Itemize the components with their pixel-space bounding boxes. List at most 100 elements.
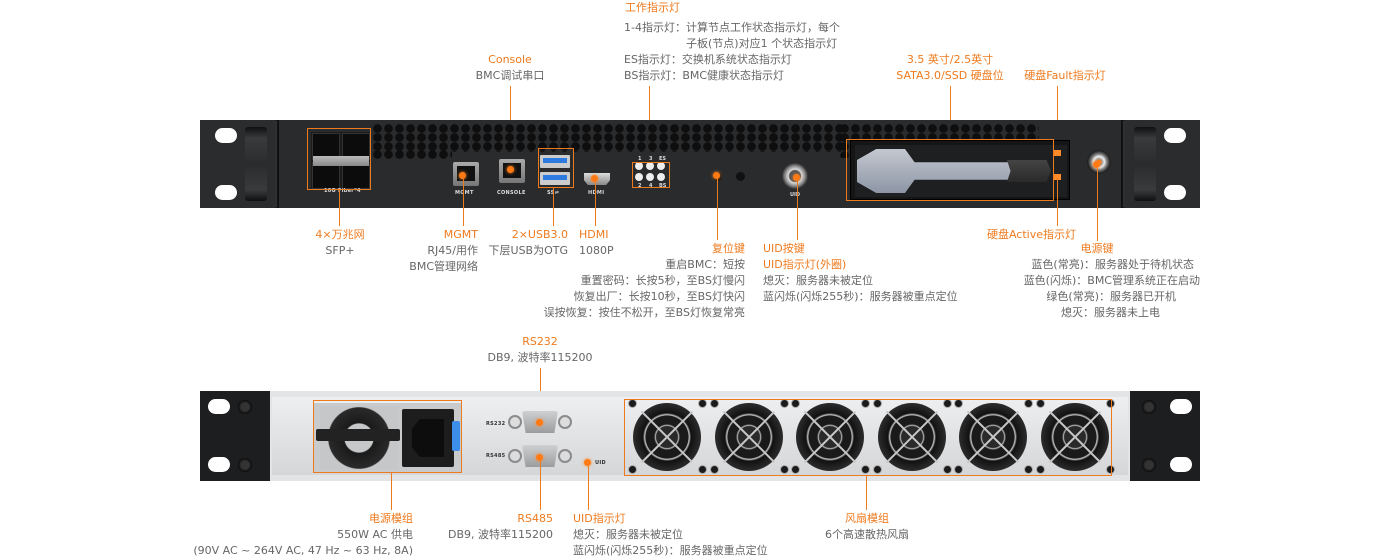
drive-active-leader bbox=[1057, 178, 1058, 226]
power-marker bbox=[1093, 161, 1100, 168]
work-leds-line: 子板(节点)对应1 个状态指示灯 bbox=[686, 37, 838, 50]
mount-hole bbox=[1164, 185, 1186, 200]
led-label: 3 bbox=[649, 156, 653, 162]
ac-inlet[interactable] bbox=[402, 409, 454, 467]
uid-title: UID按键 bbox=[763, 242, 805, 255]
psu-release-tab[interactable] bbox=[452, 421, 460, 451]
power-leader bbox=[1097, 168, 1098, 241]
usb-silkscreen: SS⇌ bbox=[547, 190, 559, 196]
screw bbox=[942, 465, 952, 474]
reset-title: 复位键 bbox=[712, 242, 745, 255]
mount-hole bbox=[1164, 128, 1186, 143]
reset-line: 误按恢复：按住不松开，至BS灯恢复常亮 bbox=[543, 306, 745, 319]
rs232-desc: DB9, 波特率115200 bbox=[487, 351, 593, 364]
mount-hole bbox=[208, 457, 230, 472]
drive-bay-title: SATA3.0/SSD 硬盘位 bbox=[896, 69, 1004, 82]
console-desc: BMC调试串口 bbox=[475, 69, 545, 82]
psu-handle[interactable] bbox=[316, 429, 400, 441]
node-led-4 bbox=[646, 173, 654, 181]
reset-leader bbox=[717, 179, 718, 240]
led-label: 2 bbox=[638, 183, 642, 189]
fan-2 bbox=[709, 399, 789, 474]
rear-ear-left bbox=[200, 391, 270, 481]
front-panel: 10G Fiber*4 MGMT CONSOLE SS⇌ HDMI 1 3 ES… bbox=[200, 120, 1200, 208]
mount-hole bbox=[1170, 457, 1192, 472]
reset-line: 恢复出厂：长按10秒，至BS灯快闪 bbox=[573, 290, 745, 303]
mgmt-desc: RJ45/用作 bbox=[427, 244, 478, 257]
console-title: Console bbox=[488, 53, 532, 66]
screw bbox=[1035, 465, 1045, 474]
fan-1 bbox=[628, 399, 707, 474]
fan-3 bbox=[791, 399, 870, 474]
sfp-highlight bbox=[307, 128, 371, 190]
usb-port-lower[interactable] bbox=[540, 172, 570, 185]
rs232-marker bbox=[536, 419, 543, 426]
fans-leader bbox=[866, 476, 867, 510]
usb-port-upper[interactable] bbox=[540, 155, 570, 168]
usb-desc: 下层USB为OTG bbox=[488, 244, 568, 257]
rear-ear-right bbox=[1130, 391, 1200, 481]
leds-highlight bbox=[632, 162, 670, 188]
rs232-title: RS232 bbox=[522, 335, 558, 348]
fans-highlight bbox=[624, 399, 1112, 476]
drive-fault-leader bbox=[1057, 86, 1058, 152]
mgmt-port[interactable] bbox=[453, 162, 479, 186]
work-leds-line: 1-4指示灯：计算节点工作状态指示灯，每个 bbox=[624, 21, 840, 34]
screw bbox=[1142, 458, 1156, 472]
console-marker bbox=[507, 166, 514, 173]
mount-hole bbox=[215, 185, 237, 200]
mgmt-leader bbox=[463, 179, 464, 226]
power-line: 绿色(常亮)：服务器已开机 bbox=[1046, 290, 1176, 303]
screw bbox=[698, 465, 707, 474]
psu-desc: 550W AC 供电 bbox=[337, 528, 413, 541]
psu-title: 电源模组 bbox=[369, 512, 413, 525]
screw bbox=[779, 465, 789, 474]
drive-latch[interactable] bbox=[1007, 160, 1051, 182]
bs-led bbox=[657, 173, 665, 181]
screw bbox=[954, 465, 963, 474]
node-led-2 bbox=[635, 173, 643, 181]
uid-silkscreen: UID bbox=[790, 192, 801, 198]
uid-rear-line: 熄灭：服务器未被定位 bbox=[573, 528, 683, 541]
psu-module[interactable] bbox=[314, 403, 462, 473]
drive-caddy bbox=[855, 145, 1067, 197]
screw bbox=[1142, 400, 1156, 414]
sfp-latch bbox=[313, 156, 369, 166]
drive-bay bbox=[850, 140, 1070, 200]
drive-bay-leader bbox=[950, 86, 951, 140]
uid-rear-silkscreen: UID bbox=[595, 460, 606, 466]
uid-rear-title: UID指示灯 bbox=[573, 512, 626, 525]
vent-holes bbox=[372, 124, 842, 152]
front-bezel: 10G Fiber*4 MGMT CONSOLE SS⇌ HDMI 1 3 ES… bbox=[277, 120, 1123, 208]
drive-active-led bbox=[1053, 174, 1061, 180]
mgmt-title: MGMT bbox=[443, 228, 478, 241]
es-led bbox=[657, 162, 665, 170]
sfp-cage bbox=[311, 132, 371, 190]
vent-holes bbox=[372, 150, 452, 159]
rack-handle[interactable] bbox=[245, 127, 267, 201]
screw bbox=[238, 458, 252, 472]
power-line: 蓝色(常亮)：服务器处于待机状态 bbox=[1031, 258, 1194, 271]
rs485-leader bbox=[540, 461, 541, 510]
fan-5 bbox=[954, 399, 1033, 474]
reset-line: 重启BMC：短按 bbox=[665, 258, 745, 271]
drive-fault-title: 硬盘Fault指示灯 bbox=[1024, 69, 1106, 82]
hdmi-marker bbox=[591, 175, 598, 182]
uid-rear-marker bbox=[584, 459, 591, 466]
mgmt-marker bbox=[459, 172, 466, 179]
screw bbox=[872, 465, 882, 474]
usb-highlight bbox=[538, 148, 574, 188]
rs232-port[interactable] bbox=[508, 411, 572, 433]
mgmt-silkscreen: MGMT bbox=[455, 190, 474, 196]
screw bbox=[791, 465, 800, 474]
pinhole bbox=[736, 172, 745, 181]
sfp-port[interactable] bbox=[342, 133, 370, 160]
node-led-1 bbox=[635, 162, 643, 170]
rs485-title: RS485 bbox=[517, 512, 553, 525]
screw bbox=[709, 465, 719, 474]
drive-bay-title: 3.5 英寸/2.5英寸 bbox=[906, 53, 994, 66]
power-line: 蓝色(闪烁)：BMC管理系统正在启动 bbox=[1023, 274, 1200, 287]
reset-line: 重置密码：长按5秒，至BS灯慢闪 bbox=[580, 274, 745, 287]
work-leds-line: BS指示灯：BMC健康状态指示灯 bbox=[624, 69, 785, 82]
rack-handle[interactable] bbox=[1134, 127, 1156, 201]
